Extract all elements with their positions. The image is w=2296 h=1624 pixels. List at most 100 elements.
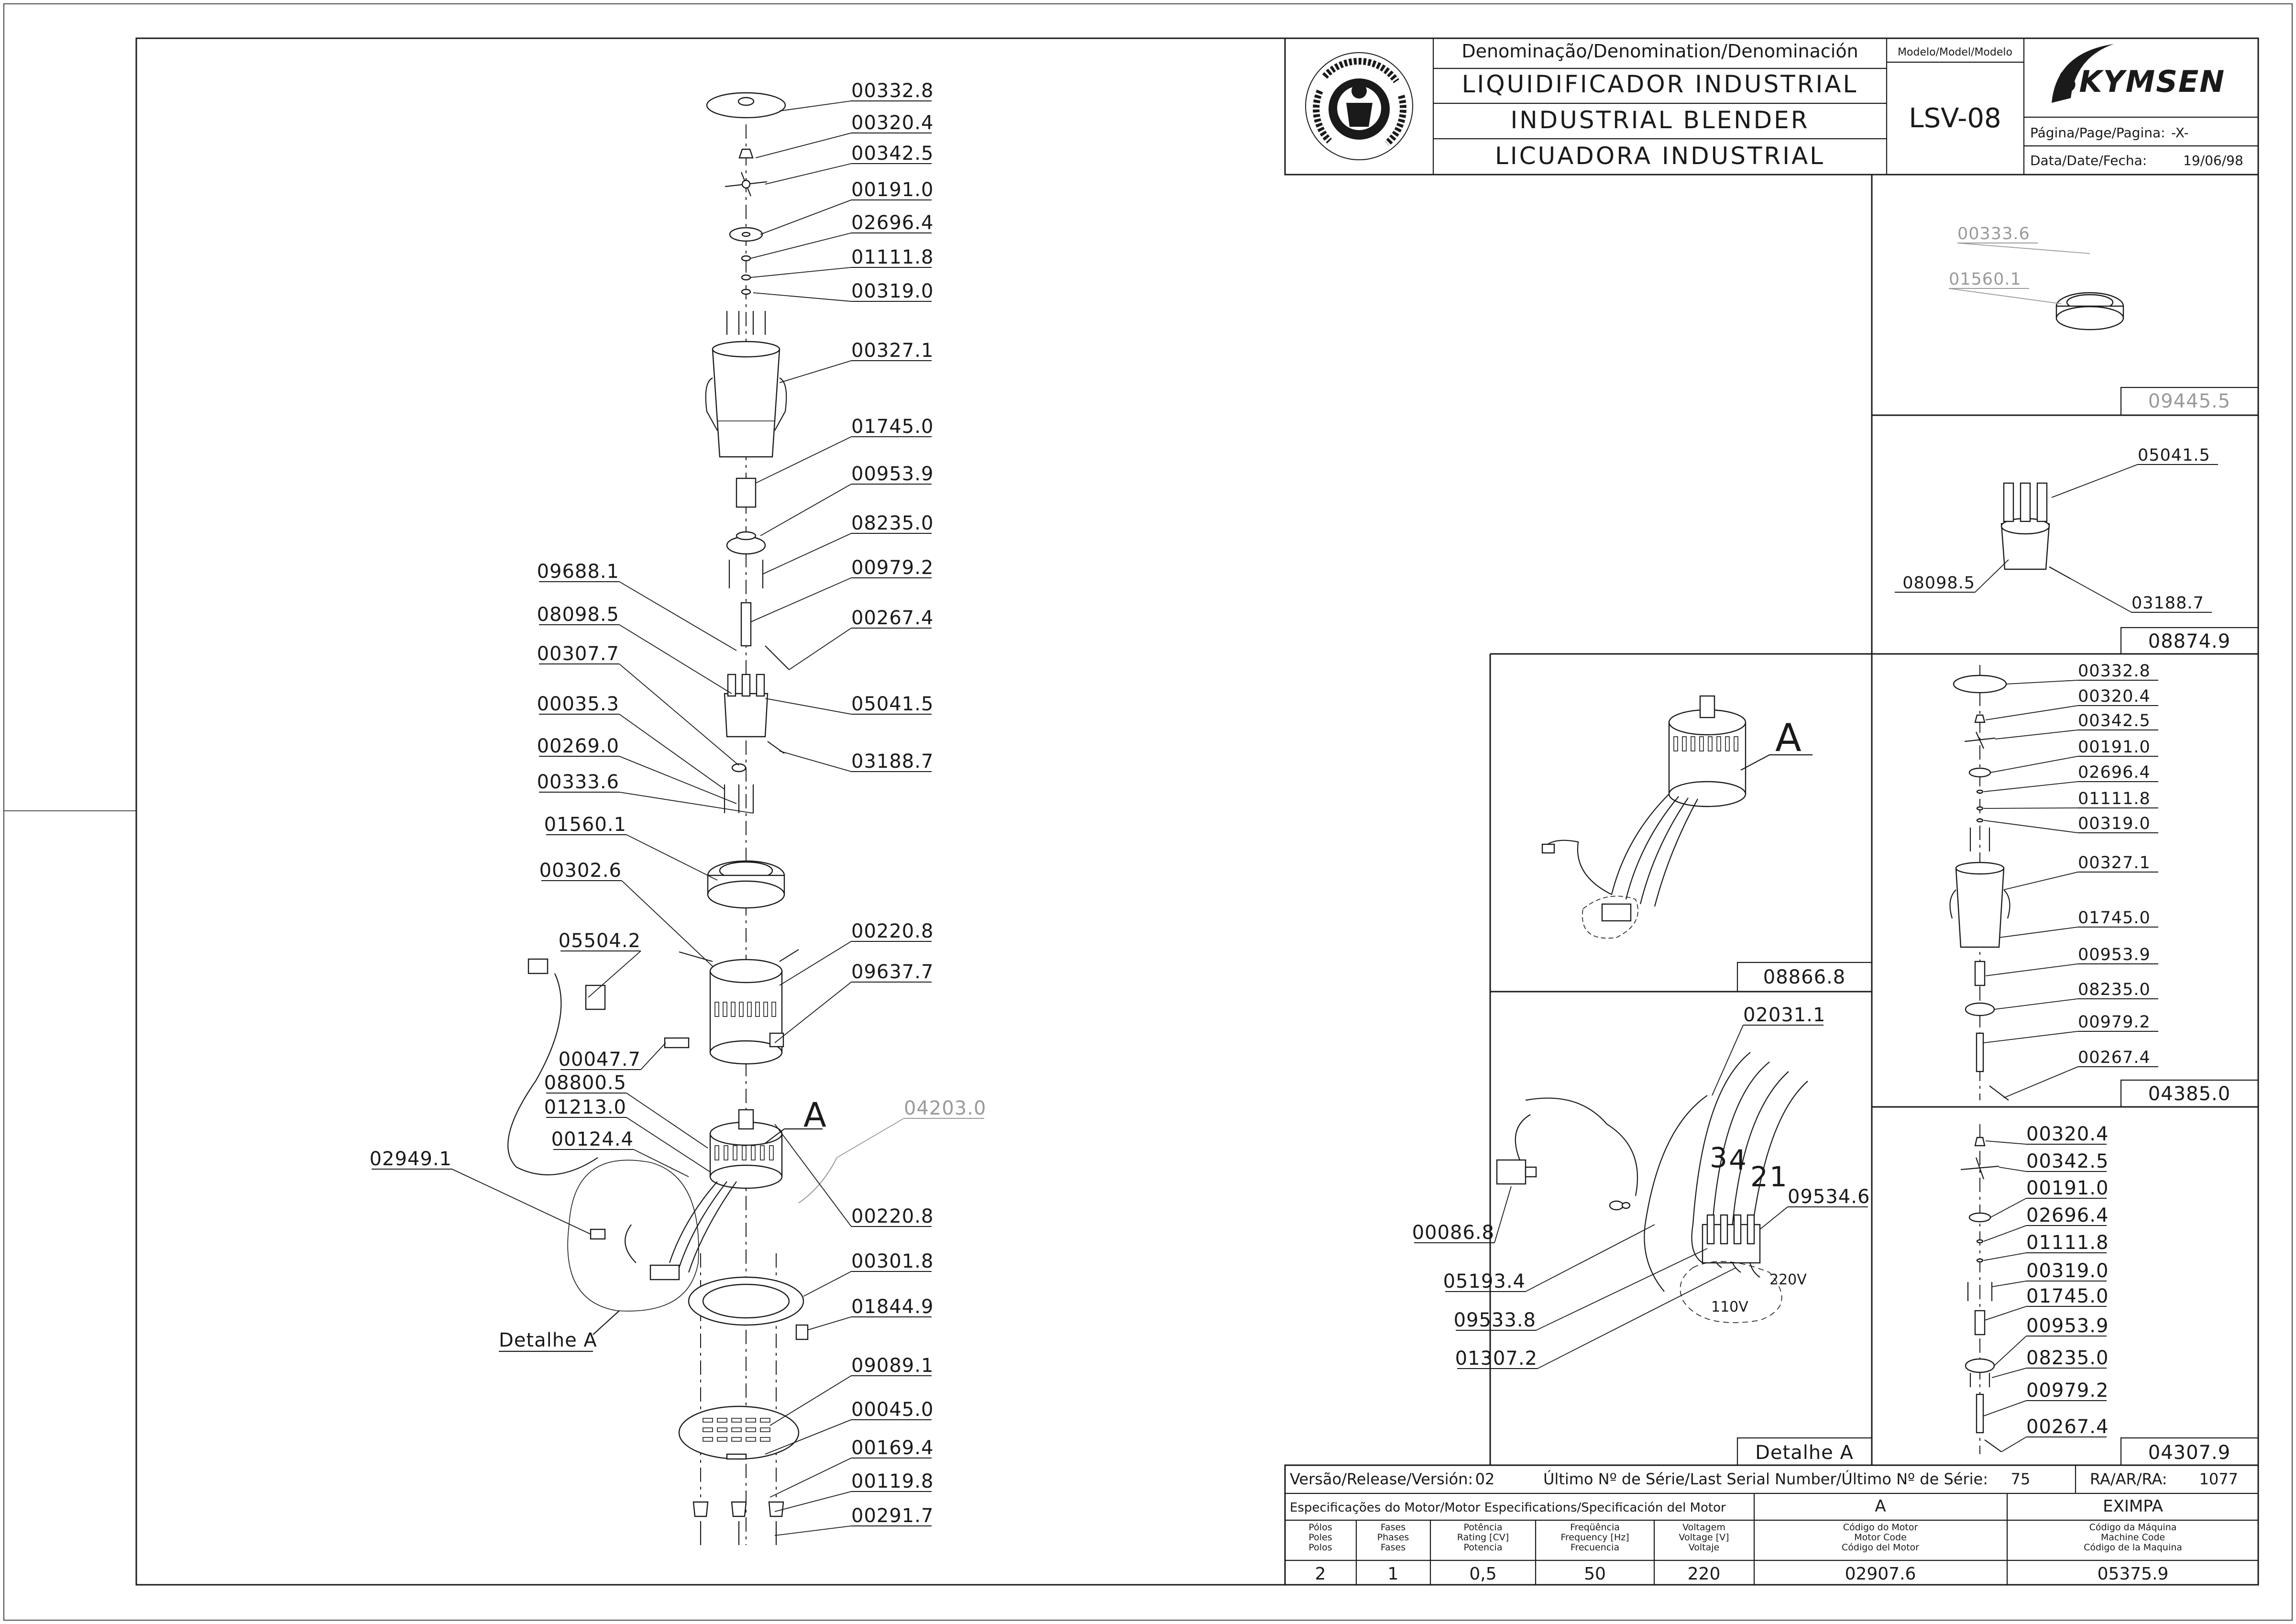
part-number: 09637.7 [851, 961, 934, 983]
leader-line [760, 199, 852, 235]
ra-label: RA/AR/RA: [2090, 1470, 2167, 1488]
spec-header-line: Fases [1381, 1542, 1406, 1553]
part-number: 00191.0 [2078, 738, 2151, 757]
kit-04307-code: 04307.9 [2148, 1442, 2230, 1464]
part-number: 09688.1 [537, 561, 619, 583]
vent-slot [771, 1002, 776, 1017]
terminal-boundary [1582, 895, 1638, 939]
leader-line [619, 714, 725, 790]
vent-slot [1734, 736, 1738, 751]
support-flange-bottom [2055, 306, 2124, 331]
bearing-tube [1974, 961, 1986, 986]
spec-value: 2 [1315, 1564, 1326, 1584]
part-number: 08800.5 [544, 1072, 626, 1094]
spec-header-line: Machine Code [2101, 1532, 2165, 1543]
cup [712, 348, 780, 458]
spec-value: 220 [1688, 1564, 1721, 1584]
leader-line [750, 232, 852, 259]
spec-header-line: Phases [1377, 1532, 1409, 1543]
part-number: 00327.1 [2078, 853, 2151, 873]
motor-shaft [1699, 695, 1715, 718]
leader-line [750, 577, 852, 622]
part-number: 00320.4 [2078, 687, 2151, 706]
part-number: 00035.3 [537, 693, 619, 715]
motor-wires [669, 1181, 737, 1273]
shaft [740, 602, 752, 647]
set-screw [2049, 566, 2071, 579]
leader-line [774, 1525, 852, 1536]
spec-value: 02907.6 [1845, 1564, 1916, 1584]
ground-wire [1644, 1095, 1708, 1292]
leader-line [774, 1124, 852, 1227]
cup-handle-right [774, 377, 787, 431]
date-field: Data/Date/Fecha: 19/06/98 [2030, 153, 2243, 168]
part-number: 00086.8 [1412, 1222, 1494, 1244]
authorized-assistance-seal [1305, 52, 1413, 160]
part-number: 04203.0 [904, 1097, 986, 1119]
part-number: 00191.0 [851, 179, 934, 201]
leader-line [1983, 781, 2078, 792]
blade-icon [1960, 1157, 1999, 1180]
leader-line [2003, 872, 2078, 890]
terminal-post [1747, 1214, 1755, 1245]
part-number: 03188.7 [2131, 594, 2204, 613]
part-number: 00169.4 [851, 1437, 934, 1459]
part-number: 02696.4 [851, 212, 934, 234]
shaft [1976, 1032, 1984, 1072]
part-number: 00979.2 [2078, 1013, 2151, 1032]
spec-header-line: Rating [CV] [1457, 1532, 1509, 1543]
main-exploded-view: A00332.800320.400342.500191.002696.40111… [370, 80, 986, 1545]
motor-bottom [1668, 781, 1747, 807]
leader-line [755, 133, 852, 158]
leader-line [1991, 1281, 2027, 1287]
part-number: 00267.4 [2078, 1048, 2151, 1067]
name-pt: LIQUIDIFICADOR INDUSTRIAL [1462, 70, 1858, 98]
ground-wire [798, 1157, 837, 1204]
vent-slot [714, 1145, 719, 1160]
plate-slot [746, 1418, 756, 1423]
leader-line [1525, 1224, 1655, 1292]
detail-a-title: Detalhe A [1755, 1442, 1854, 1464]
cap [1974, 714, 1986, 723]
part-number: 00267.4 [851, 607, 934, 629]
part-number: 00320.4 [851, 112, 934, 134]
page-field: Página/Page/Pagina: -X- [2030, 125, 2189, 141]
switch-toggle [1525, 1166, 1537, 1178]
part-number: 05193.4 [1443, 1270, 1526, 1293]
leader-line [769, 1375, 852, 1426]
leader-line [626, 834, 718, 881]
plug [527, 958, 549, 974]
leader-line [1991, 1368, 2027, 1378]
leader-line [1994, 1336, 2027, 1366]
leader-line [779, 360, 852, 383]
part-number: 00342.5 [2026, 1150, 2109, 1172]
vent-slot [1708, 736, 1713, 751]
leader-line [1740, 754, 1770, 771]
coupling-post [727, 674, 736, 697]
washer [1968, 767, 1991, 778]
leader-line [1983, 820, 2078, 833]
part-number: 00220.8 [851, 920, 934, 942]
coupling-post [2003, 482, 2014, 522]
terminal-number: 4 [1729, 1144, 1747, 1176]
voltage-110-label: 110V [1711, 1299, 1748, 1315]
cap [738, 148, 754, 159]
ring [1976, 818, 1984, 823]
brand-swoosh-icon [2052, 44, 2114, 103]
vent-slot [760, 1145, 765, 1160]
terminal-number: 2 [1750, 1160, 1768, 1193]
page-value: -X- [2171, 125, 2189, 141]
part-number: 08235.0 [2078, 980, 2151, 999]
ring [741, 288, 751, 295]
leader-line [1985, 705, 2078, 720]
label-plate [769, 1032, 784, 1048]
kit-08874-code: 08874.9 [2148, 630, 2230, 652]
kit-08866-code: 08866.8 [1763, 966, 1846, 988]
rubber-foot [692, 1501, 709, 1517]
switch-body [1496, 1159, 1527, 1185]
part-number: 01111.8 [851, 246, 934, 268]
cup-handle-left [1949, 889, 1956, 919]
part-number: 01111.8 [2026, 1232, 2109, 1254]
